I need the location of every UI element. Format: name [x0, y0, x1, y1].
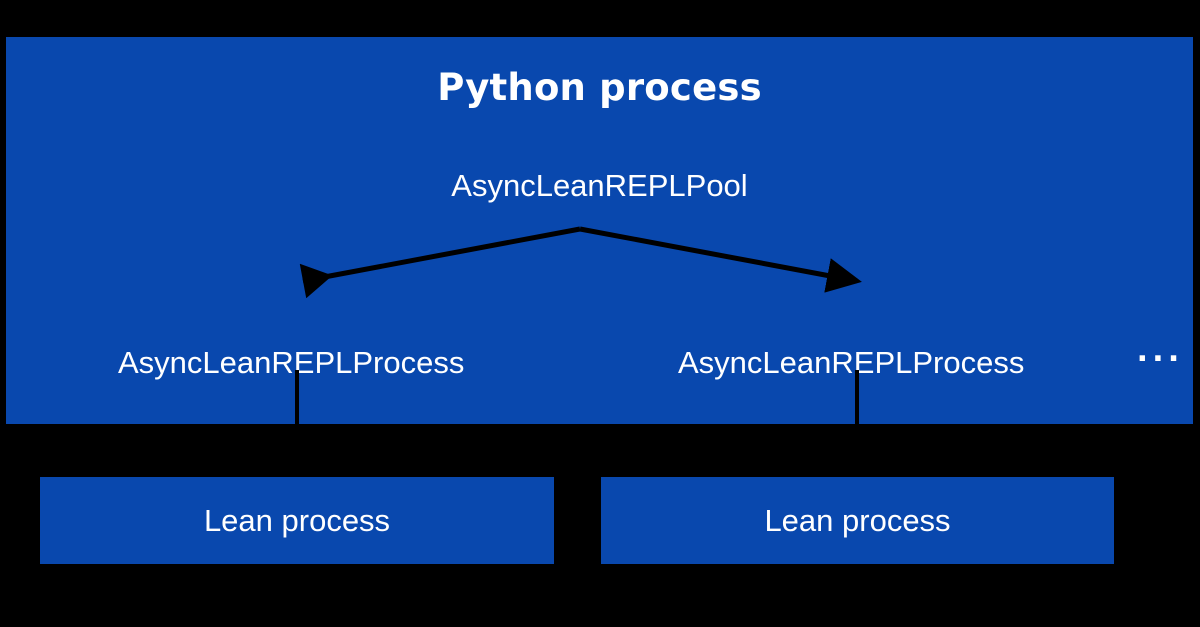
python-process-title: Python process: [437, 66, 762, 109]
more-processes-ellipsis-icon: ···: [1137, 338, 1184, 380]
arrow-to-left-process: [299, 226, 581, 299]
connector-line-right: [855, 370, 859, 480]
async-lean-repl-process-label-1: AsyncLeanREPLProcess: [118, 345, 465, 380]
python-process-box: Python process AsyncLeanREPLPool AsyncLe…: [6, 37, 1193, 424]
lean-process-box-1: Lean process: [40, 477, 554, 564]
async-lean-repl-process-label-2: AsyncLeanREPLProcess: [678, 345, 1025, 380]
lean-process-label-1: Lean process: [203, 502, 391, 538]
lean-process-box-2: Lean process: [601, 477, 1114, 564]
connector-line-left: [295, 370, 299, 480]
arrow-to-right-process: [579, 226, 862, 293]
async-lean-repl-pool-label: AsyncLeanREPLPool: [451, 168, 748, 203]
lean-process-label-2: Lean process: [764, 502, 951, 538]
